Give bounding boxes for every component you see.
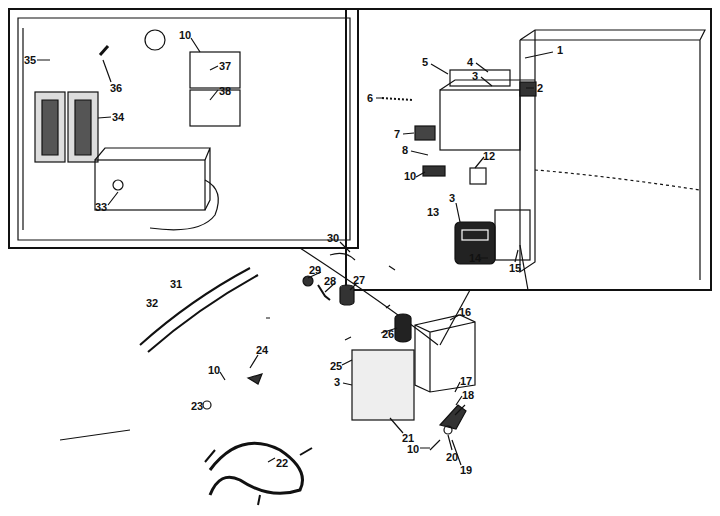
callout-number: 1 [557,45,563,56]
callout-number: 4 [467,57,473,68]
callout-number: 3 [334,377,340,388]
callout-number: 38 [219,86,231,97]
callout-number: 31 [170,279,182,290]
callout-number: 8 [402,145,408,156]
callout-number: 26 [382,329,394,340]
callout-number: 20 [446,452,458,463]
callout-number: 28 [324,276,336,287]
callout-number: 3 [472,71,478,82]
callout-number: 7 [394,129,400,140]
callout-number: 10 [404,171,416,182]
callout-number: 33 [95,202,107,213]
callout-number: 14 [469,253,481,264]
callout-number: 5 [422,57,428,68]
callout-number: 17 [460,376,472,387]
callout-number: 19 [460,465,472,476]
callout-number: 37 [219,61,231,72]
callout-number: 2 [537,83,543,94]
callout-number: 6 [367,93,373,104]
callout-number: 25 [330,361,342,372]
callout-number: 10 [208,365,220,376]
callout-number: 13 [427,207,439,218]
callout-number: 36 [110,83,122,94]
callout-number: 22 [276,458,288,469]
callout-number: 32 [146,298,158,309]
callout-number: 24 [256,345,268,356]
callout-number: 23 [191,401,203,412]
callout-number: 34 [112,112,124,123]
callout-number: 29 [309,265,321,276]
callout-number: 3 [449,193,455,204]
callout-number: 16 [459,307,471,318]
callout-number: 21 [402,433,414,444]
callout-number: 35 [24,55,36,66]
callout-number: 18 [462,390,474,401]
callout-number: 12 [483,151,495,162]
callout-number: 30 [327,233,339,244]
callout-number: 15 [509,263,521,274]
callout-number: 10 [407,444,419,455]
callout-number: 10 [179,30,191,41]
callout-number: 27 [353,275,365,286]
